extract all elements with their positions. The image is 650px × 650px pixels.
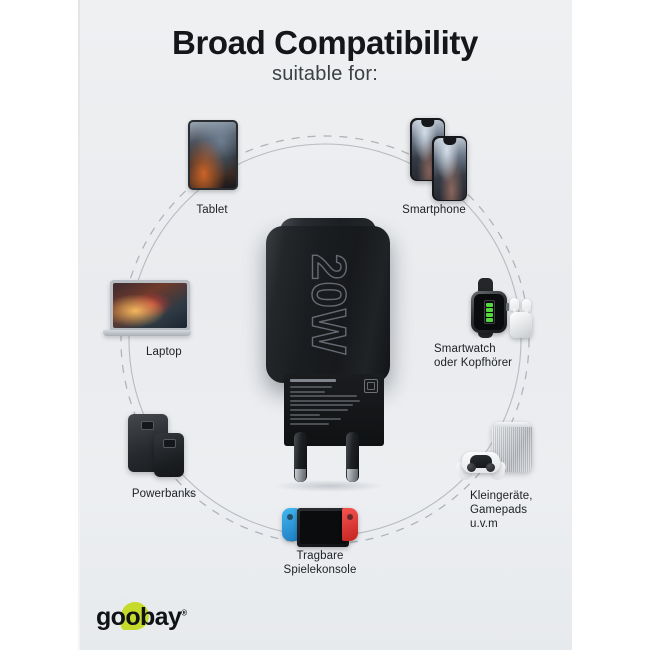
label-smartwatch: Smartwatch oder Kopfhörer — [434, 343, 513, 369]
page-title: Broad Compatibility — [172, 24, 478, 61]
logo-wordmark: goobay® — [96, 603, 187, 632]
charger-product-image: 20W — [258, 218, 398, 492]
handheld-console-icon — [282, 508, 358, 547]
plug-prong-right — [346, 432, 359, 482]
logo-text-bay: bay — [140, 603, 182, 631]
wattage-print: 20W — [301, 253, 355, 356]
registered-mark: ® — [181, 608, 187, 618]
label-laptop: Laptop — [146, 346, 182, 358]
logo-text-oo: oo — [110, 603, 141, 631]
double-insulation-icon — [364, 379, 378, 393]
charger-body — [266, 226, 390, 383]
label-powerbanks: Powerbanks — [131, 488, 197, 500]
powerbank-icon — [128, 414, 200, 480]
product-shadow — [274, 480, 384, 492]
logo-bubble-shape — [121, 602, 149, 630]
laptop-icon — [103, 280, 191, 336]
label-smartphone: Smartphone — [402, 204, 466, 216]
smartwatch-earbuds-icon — [470, 278, 550, 340]
goobay-logo: goobay® — [96, 602, 187, 633]
tablet-icon — [188, 120, 238, 190]
label-small-devices: Kleingeräte, Gamepads u.v.m — [470, 490, 533, 530]
gamepad-speaker-icon — [455, 422, 542, 484]
logo-text-g: g — [96, 603, 111, 631]
plug-prong-left — [294, 432, 307, 482]
label-console: Tragbare Spielekonsole — [283, 550, 357, 576]
page-subtitle: suitable for: — [272, 63, 378, 85]
label-tablet: Tablet — [196, 204, 228, 216]
smartphone-icon — [410, 118, 480, 204]
